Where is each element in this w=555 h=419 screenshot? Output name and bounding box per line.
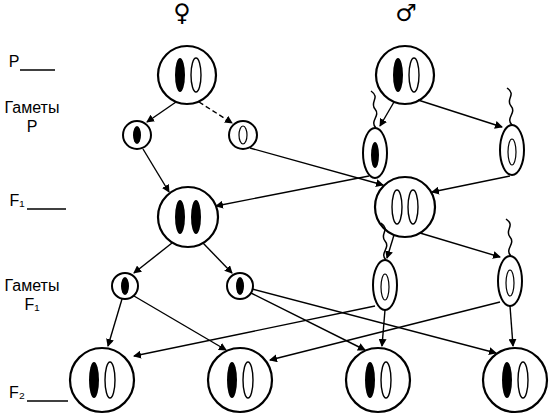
chromosome-black bbox=[227, 362, 237, 398]
arrow bbox=[250, 148, 383, 185]
arrow bbox=[199, 102, 232, 123]
chromosome-white bbox=[191, 58, 201, 92]
chromosome-white bbox=[243, 362, 253, 398]
sperm-tail bbox=[507, 88, 513, 125]
sperm-tail bbox=[506, 219, 512, 256]
egg-cell bbox=[227, 273, 253, 299]
generation-label: Гаметы P bbox=[0, 98, 64, 136]
arrow bbox=[432, 176, 510, 192]
chromosome-white bbox=[409, 58, 419, 92]
generation-line bbox=[27, 208, 66, 209]
chromosome-white bbox=[506, 270, 514, 296]
sperm-cell bbox=[363, 128, 387, 178]
female-symbol: ♀ bbox=[168, 0, 196, 26]
chromosome-black bbox=[191, 200, 201, 234]
chromosome-black bbox=[236, 277, 244, 295]
cell bbox=[158, 46, 216, 104]
cell bbox=[346, 348, 410, 412]
generation-label: F₂ bbox=[4, 383, 30, 402]
chromosome-black bbox=[502, 362, 512, 398]
arrow bbox=[270, 302, 500, 360]
arrow bbox=[380, 102, 394, 126]
cell bbox=[376, 46, 434, 104]
egg-cell bbox=[123, 121, 151, 149]
chromosome-black bbox=[133, 126, 141, 144]
generation-label: F₁ bbox=[4, 191, 30, 210]
generation-label: Гаметы F₁ bbox=[0, 276, 64, 314]
cell bbox=[483, 348, 547, 412]
chromosome-black bbox=[365, 362, 375, 398]
arrow bbox=[134, 296, 226, 350]
arrow bbox=[418, 100, 502, 127]
generation-line bbox=[20, 69, 55, 70]
chromosome-black bbox=[175, 58, 185, 92]
arrow-group bbox=[108, 100, 513, 360]
arrow bbox=[143, 149, 169, 192]
sperm-cell bbox=[373, 260, 397, 310]
chromosome-white bbox=[518, 362, 528, 398]
male-symbol: ♂ bbox=[392, 0, 420, 26]
arrow bbox=[108, 299, 122, 346]
chromosome-white bbox=[105, 362, 115, 398]
arrow bbox=[252, 289, 496, 353]
chromosome-black bbox=[89, 362, 99, 398]
arrow bbox=[203, 243, 232, 273]
egg-cell bbox=[229, 121, 257, 149]
chromosome-black bbox=[371, 142, 379, 168]
chromosome-white bbox=[508, 139, 516, 165]
chromosome-black bbox=[121, 277, 129, 295]
chromosome-white bbox=[381, 362, 391, 398]
generation-label: P bbox=[4, 52, 24, 71]
arrow bbox=[510, 306, 513, 346]
arrow bbox=[382, 310, 385, 346]
sperm-tail bbox=[381, 223, 387, 260]
cell bbox=[375, 177, 435, 237]
arrow bbox=[420, 233, 500, 257]
cell bbox=[208, 348, 272, 412]
chromosome-black bbox=[393, 58, 403, 92]
cell bbox=[70, 348, 134, 412]
arrow bbox=[147, 102, 176, 122]
arrow bbox=[251, 293, 365, 350]
chromosome-white bbox=[381, 274, 389, 300]
arrow bbox=[134, 306, 375, 356]
chromosome-white bbox=[392, 190, 402, 224]
arrow bbox=[387, 235, 394, 258]
sperm-tail bbox=[371, 91, 377, 128]
sperm-cell bbox=[500, 125, 524, 175]
chromosome-white bbox=[239, 126, 247, 144]
cell bbox=[158, 187, 218, 247]
generation-line bbox=[27, 400, 68, 401]
egg-cell bbox=[112, 273, 138, 299]
sperm-cell bbox=[498, 256, 522, 306]
arrow bbox=[134, 243, 172, 273]
chromosome-white bbox=[408, 190, 418, 224]
arrow bbox=[216, 176, 369, 206]
chromosome-black bbox=[175, 200, 185, 234]
